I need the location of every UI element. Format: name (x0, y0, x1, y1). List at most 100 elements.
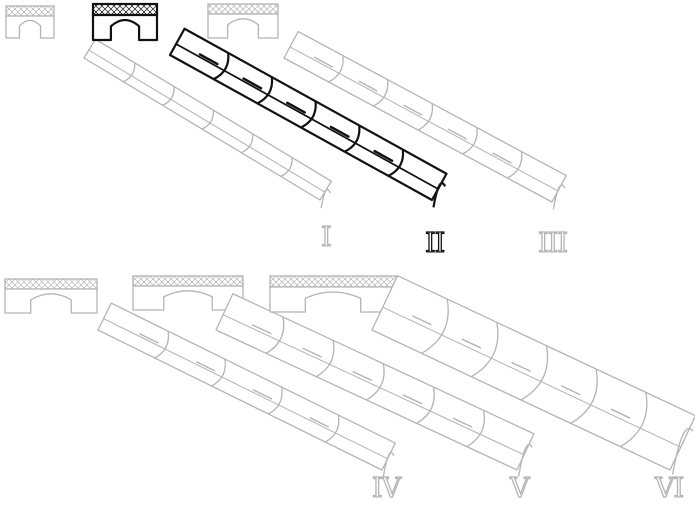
roof-hatch (207, 3, 279, 15)
roof-rib (560, 385, 581, 396)
roof-rib (447, 128, 467, 140)
segment-joint (241, 133, 254, 154)
segment-joint (316, 340, 335, 378)
roof-rib (352, 371, 373, 381)
segment-joint (366, 363, 385, 401)
type-iv-section: IV (4, 278, 403, 505)
segment-joint (211, 358, 226, 387)
roof-rib (411, 315, 432, 326)
segment-joint (387, 149, 405, 177)
type-iv-cross-section-icon (4, 278, 98, 314)
type-iv-shelter-drawing (97, 302, 396, 478)
end-arch (382, 452, 395, 478)
roof-ridge-line (175, 43, 439, 190)
roof-hatch (5, 5, 55, 17)
roof-rib (252, 324, 272, 335)
segment-joint (213, 52, 230, 81)
segment-joint (373, 79, 389, 107)
segment-joint (507, 151, 523, 179)
roof-rib (313, 56, 333, 68)
type-ii-cross-section-icon (91, 2, 159, 42)
segment-joint (417, 103, 434, 131)
type-vi-cross-section-icon (269, 275, 397, 313)
segment-joint (324, 414, 340, 443)
segment-joint (265, 316, 285, 354)
type-v-shelter-drawing (215, 293, 535, 477)
shelter-body-outline (4, 288, 98, 314)
segment-joint (416, 386, 435, 424)
roof-rib (452, 417, 473, 428)
segment-joint (162, 86, 175, 106)
type-v-section: V (132, 275, 535, 505)
shelter-body-outline (207, 13, 279, 39)
shelter-outline (97, 302, 396, 471)
segment-joint (201, 110, 215, 130)
roof-ridge-line (88, 49, 326, 193)
segment-joint (256, 76, 274, 105)
segment-joint (466, 410, 486, 448)
type-iv-label: IV (372, 473, 402, 504)
roof-ridge-line (289, 46, 559, 192)
roof-rib (309, 417, 329, 428)
end-arch (432, 182, 447, 208)
roof-rib (286, 101, 306, 114)
type-vi-shelter-drawing (371, 275, 695, 475)
roof-hatch (4, 278, 98, 290)
segment-joint (344, 125, 361, 153)
segment-joint (462, 127, 478, 155)
type-i-section: I (5, 5, 333, 254)
roof-rib (139, 333, 159, 344)
type-iii-label: III (538, 228, 567, 259)
roof-rib (403, 104, 423, 116)
shelter-body-outline (91, 13, 159, 42)
shelter-outline (371, 275, 695, 471)
segment-joint (154, 330, 170, 359)
roof-rib (402, 394, 423, 405)
roof-hatch (91, 2, 159, 17)
segment-joint (570, 368, 598, 424)
segment-joint (123, 62, 136, 83)
roof-rib (198, 53, 219, 66)
roof-rib (329, 125, 350, 138)
segment-joint (268, 386, 283, 415)
end-arch (320, 188, 331, 209)
type-iii-section: III (207, 3, 569, 260)
roof-rib (461, 338, 482, 349)
roof-rib (610, 408, 631, 419)
type-i-shelter-drawing (83, 38, 332, 209)
type-i-label: I (321, 222, 331, 253)
roof-rib (492, 152, 512, 164)
type-ii-shelter-drawing (168, 27, 448, 208)
roof-hatch (269, 275, 397, 288)
segment-joint (620, 392, 648, 448)
type-v-cross-section-icon (132, 275, 244, 311)
roof-rib (302, 347, 322, 358)
roof-ridge-line (103, 318, 388, 460)
shelter-body-outline (5, 15, 55, 39)
roof-rib (373, 149, 394, 162)
roof-rib (242, 77, 263, 90)
roof-ridge-line (222, 314, 525, 456)
type-iii-cross-section-icon (207, 3, 279, 39)
segment-joint (300, 101, 317, 129)
segment-joint (471, 322, 499, 378)
end-arch (518, 443, 533, 477)
type-iii-shelter-drawing (283, 30, 567, 210)
end-arch (552, 184, 566, 210)
type-vi-section: VI (269, 275, 695, 505)
roof-ridge-line (382, 306, 681, 448)
type-v-label: V (509, 473, 530, 504)
type-vi-label: VI (654, 473, 683, 504)
segment-joint (328, 55, 344, 83)
type-ii-label: II (425, 228, 445, 259)
roof-rib (358, 80, 378, 92)
segment-joint (520, 345, 549, 401)
type-ii-section: II (91, 2, 448, 260)
segment-joint (421, 298, 449, 354)
shelter-body-outline (269, 286, 397, 313)
roof-rib (195, 361, 216, 372)
type-i-cross-section-icon (5, 5, 55, 39)
roof-rib (252, 389, 273, 400)
roof-hatch (132, 275, 244, 287)
